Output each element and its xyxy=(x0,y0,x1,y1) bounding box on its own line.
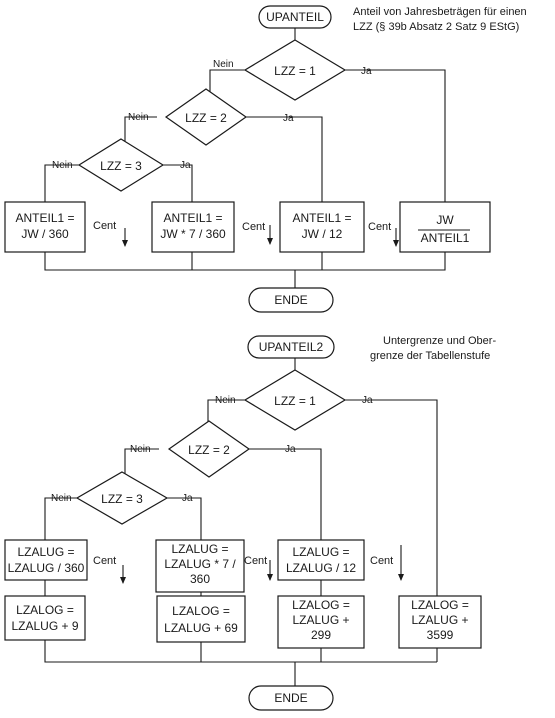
box-line: JW * 7 / 360 xyxy=(160,227,226,241)
label-nein: Nein xyxy=(128,112,149,123)
box-line: LZALOG = xyxy=(172,604,230,618)
box-line: 299 xyxy=(311,628,331,642)
start-label: UPANTEIL2 xyxy=(259,340,324,354)
box-line: ANTEIL1 = xyxy=(15,211,74,225)
box-lzalog-3599 xyxy=(398,595,482,649)
box-line: LZALOG = xyxy=(292,598,350,612)
label-nein: Nein xyxy=(213,59,234,70)
decision-label: LZZ = 2 xyxy=(188,443,230,457)
note-line-1: Untergrenze und Ober- xyxy=(383,335,496,347)
box-line: LZALUG = xyxy=(171,542,228,556)
flowchart-upanteil2: UPANTEIL2 Untergrenze und Ober- grenze d… xyxy=(4,335,496,711)
cent-label: Cent xyxy=(244,555,267,567)
box-lzalug-7-360 xyxy=(155,539,245,593)
decision-label: LZZ = 3 xyxy=(100,159,142,173)
label-nein: Nein xyxy=(130,444,151,455)
box-line: LZALUG + xyxy=(292,613,349,627)
box-line: JW / 12 xyxy=(302,227,343,241)
start-upanteil xyxy=(258,5,332,29)
box-anteil-jw xyxy=(399,201,491,253)
note-line-2: grenze der Tabellenstufe xyxy=(370,350,490,362)
box-line: ANTEIL1 = xyxy=(292,211,351,225)
decision-lzz-1 xyxy=(243,369,347,431)
box-line: LZALUG * 7 / xyxy=(164,557,236,571)
cent-label: Cent xyxy=(93,555,116,567)
decision-lzz-2 xyxy=(167,420,251,478)
box-line: LZALUG = xyxy=(17,545,74,559)
decision-lzz-1 xyxy=(243,39,347,101)
end-label: ENDE xyxy=(274,293,307,307)
box-lzalog-9 xyxy=(4,595,86,641)
label-ja: Ja xyxy=(362,395,373,406)
box-lzalug-360 xyxy=(4,539,88,581)
cent-label: Cent xyxy=(93,220,116,232)
label-nein: Nein xyxy=(51,493,72,504)
box-line: LZALOG = xyxy=(411,598,469,612)
flowchart-upanteil: UPANTEIL Anteil von Jahresbeträgen für e… xyxy=(4,5,527,313)
decision-label: LZZ = 3 xyxy=(101,492,143,506)
end-terminal xyxy=(248,685,334,711)
box-line: LZALUG / 360 xyxy=(8,561,85,575)
decision-label: LZZ = 2 xyxy=(185,111,227,125)
box-line: LZALUG = xyxy=(292,545,349,559)
decision-label: LZZ = 1 xyxy=(274,394,316,408)
label-ja: Ja xyxy=(182,493,193,504)
box-anteil-7-360 xyxy=(151,201,235,253)
box-anteil-360 xyxy=(4,201,86,253)
box-line: LZALOG = xyxy=(16,603,74,617)
box-line: ANTEIL1 = xyxy=(163,211,222,225)
box-line: LZALUG / 12 xyxy=(286,561,356,575)
start-upanteil2 xyxy=(247,335,335,359)
box-lzalog-69 xyxy=(156,595,246,643)
label-ja: Ja xyxy=(285,444,296,455)
box-line: 360 xyxy=(190,572,210,586)
decision-lzz-3 xyxy=(75,471,169,525)
box-lzalog-299 xyxy=(277,595,365,649)
decision-lzz-3 xyxy=(77,138,165,192)
box-line: LZALUG + 9 xyxy=(11,619,78,633)
box-line: 3599 xyxy=(427,628,454,642)
fraction-denominator: ANTEIL1 xyxy=(421,231,470,245)
end-terminal xyxy=(248,287,334,313)
start-label: UPANTEIL xyxy=(266,10,324,24)
note-line-1: Anteil von Jahresbeträgen für einen xyxy=(353,6,527,18)
box-line: JW / 360 xyxy=(21,227,69,241)
label-ja: Ja xyxy=(180,160,191,171)
note-line-2: LZZ (§ 39b Absatz 2 Satz 9 EStG) xyxy=(353,21,519,33)
cent-label: Cent xyxy=(242,221,265,233)
label-ja: Ja xyxy=(283,113,294,124)
box-line: LZALUG + xyxy=(411,613,468,627)
label-nein: Nein xyxy=(215,395,236,406)
box-anteil-12 xyxy=(279,201,365,253)
decision-lzz-2 xyxy=(164,88,248,146)
fraction-numerator: JW xyxy=(436,213,454,227)
decision-label: LZZ = 1 xyxy=(274,64,316,78)
label-ja: Ja xyxy=(361,66,372,77)
cent-label: Cent xyxy=(368,221,391,233)
box-lzalug-12 xyxy=(277,539,365,581)
label-nein: Nein xyxy=(52,160,73,171)
box-line: LZALUG + 69 xyxy=(164,621,238,635)
cent-label: Cent xyxy=(370,555,393,567)
end-label: ENDE xyxy=(274,691,307,705)
